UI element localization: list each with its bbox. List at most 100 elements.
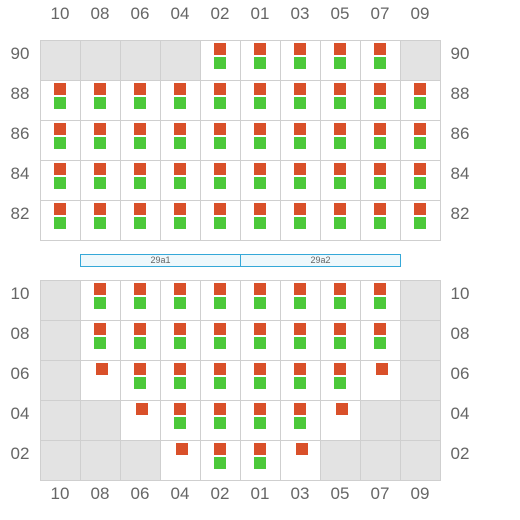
- seat-cell[interactable]: [200, 80, 241, 121]
- seat-cell[interactable]: [280, 320, 321, 361]
- seat-cell[interactable]: [200, 120, 241, 161]
- seat-cell[interactable]: [120, 400, 161, 441]
- section-band[interactable]: 29a1: [80, 254, 241, 267]
- seat-cell[interactable]: [200, 440, 241, 481]
- seat-cell[interactable]: [280, 80, 321, 121]
- seat-cell[interactable]: [120, 80, 161, 121]
- seat-cell[interactable]: [40, 160, 81, 201]
- red-marker-icon: [96, 363, 108, 375]
- seat-cell[interactable]: [40, 80, 81, 121]
- seat-cell[interactable]: [240, 200, 281, 241]
- seat-cell[interactable]: [400, 80, 441, 121]
- seat-cell[interactable]: [200, 400, 241, 441]
- seat-cell[interactable]: [80, 160, 121, 201]
- seat-cell[interactable]: [80, 120, 121, 161]
- seat-cell[interactable]: [160, 160, 201, 201]
- seat-cell[interactable]: [240, 320, 281, 361]
- seat-cell[interactable]: [360, 80, 401, 121]
- seat-cell[interactable]: [160, 280, 201, 321]
- row-label-left: 90: [10, 44, 30, 63]
- seat-cell[interactable]: [360, 360, 401, 401]
- red-marker-icon: [294, 123, 306, 135]
- seat-cell[interactable]: [160, 80, 201, 121]
- seat-cell[interactable]: [240, 360, 281, 401]
- seat-cell[interactable]: [160, 320, 201, 361]
- seat-cell[interactable]: [160, 200, 201, 241]
- unavailable-cell: [80, 400, 121, 441]
- seat-cell[interactable]: [160, 440, 201, 481]
- seat-cell[interactable]: [80, 80, 121, 121]
- seat-cell[interactable]: [120, 160, 161, 201]
- seat-cell[interactable]: [200, 280, 241, 321]
- seat-cell[interactable]: [400, 200, 441, 241]
- red-marker-icon: [294, 283, 306, 295]
- unavailable-cell: [40, 360, 81, 401]
- seat-cell[interactable]: [80, 200, 121, 241]
- red-marker-icon: [294, 323, 306, 335]
- seat-cell[interactable]: [320, 400, 361, 441]
- seat-cell[interactable]: [280, 40, 321, 81]
- seat-cell[interactable]: [240, 160, 281, 201]
- seat-cell[interactable]: [320, 40, 361, 81]
- seat-cell[interactable]: [160, 360, 201, 401]
- seat-cell[interactable]: [280, 440, 321, 481]
- seat-cell[interactable]: [400, 120, 441, 161]
- seat-cell[interactable]: [360, 320, 401, 361]
- seat-cell[interactable]: [360, 280, 401, 321]
- seat-cell[interactable]: [80, 320, 121, 361]
- seat-cell[interactable]: [280, 400, 321, 441]
- seat-cell[interactable]: [320, 80, 361, 121]
- red-marker-icon: [94, 123, 106, 135]
- seat-cell[interactable]: [200, 200, 241, 241]
- column-label-bottom: 05: [330, 484, 350, 503]
- seat-cell[interactable]: [40, 200, 81, 241]
- section-band[interactable]: 29a2: [240, 254, 401, 267]
- seat-cell[interactable]: [400, 160, 441, 201]
- seat-cell[interactable]: [80, 280, 121, 321]
- seat-cell[interactable]: [360, 120, 401, 161]
- seat-cell[interactable]: [120, 200, 161, 241]
- seat-cell[interactable]: [360, 200, 401, 241]
- red-marker-icon: [374, 323, 386, 335]
- seat-cell[interactable]: [160, 120, 201, 161]
- seat-cell[interactable]: [280, 120, 321, 161]
- seat-cell[interactable]: [320, 160, 361, 201]
- green-marker-icon: [374, 217, 386, 229]
- seat-cell[interactable]: [280, 360, 321, 401]
- seat-cell[interactable]: [120, 320, 161, 361]
- seat-cell[interactable]: [160, 400, 201, 441]
- green-marker-icon: [334, 137, 346, 149]
- seat-cell[interactable]: [320, 200, 361, 241]
- seat-cell[interactable]: [200, 40, 241, 81]
- seat-cell[interactable]: [360, 40, 401, 81]
- seat-cell[interactable]: [200, 320, 241, 361]
- seat-cell[interactable]: [280, 200, 321, 241]
- seat-cell[interactable]: [240, 80, 281, 121]
- seat-cell[interactable]: [280, 280, 321, 321]
- seat-cell[interactable]: [360, 160, 401, 201]
- seat-cell[interactable]: [200, 360, 241, 401]
- seat-cell[interactable]: [320, 280, 361, 321]
- row-label-right: 10: [450, 284, 470, 303]
- seat-cell[interactable]: [200, 160, 241, 201]
- seat-cell[interactable]: [40, 120, 81, 161]
- seat-cell[interactable]: [80, 360, 121, 401]
- seat-cell[interactable]: [240, 280, 281, 321]
- seat-cell[interactable]: [320, 320, 361, 361]
- seat-cell[interactable]: [280, 160, 321, 201]
- seat-cell[interactable]: [240, 40, 281, 81]
- green-marker-icon: [94, 177, 106, 189]
- seat-cell[interactable]: [240, 120, 281, 161]
- red-marker-icon: [254, 443, 266, 455]
- green-marker-icon: [214, 297, 226, 309]
- seat-cell[interactable]: [320, 120, 361, 161]
- seat-cell[interactable]: [120, 120, 161, 161]
- seat-cell[interactable]: [320, 360, 361, 401]
- seat-cell[interactable]: [120, 360, 161, 401]
- seat-cell[interactable]: [240, 400, 281, 441]
- seat-cell[interactable]: [120, 280, 161, 321]
- red-marker-icon: [94, 83, 106, 95]
- unavailable-cell: [80, 440, 121, 481]
- seat-cell[interactable]: [240, 440, 281, 481]
